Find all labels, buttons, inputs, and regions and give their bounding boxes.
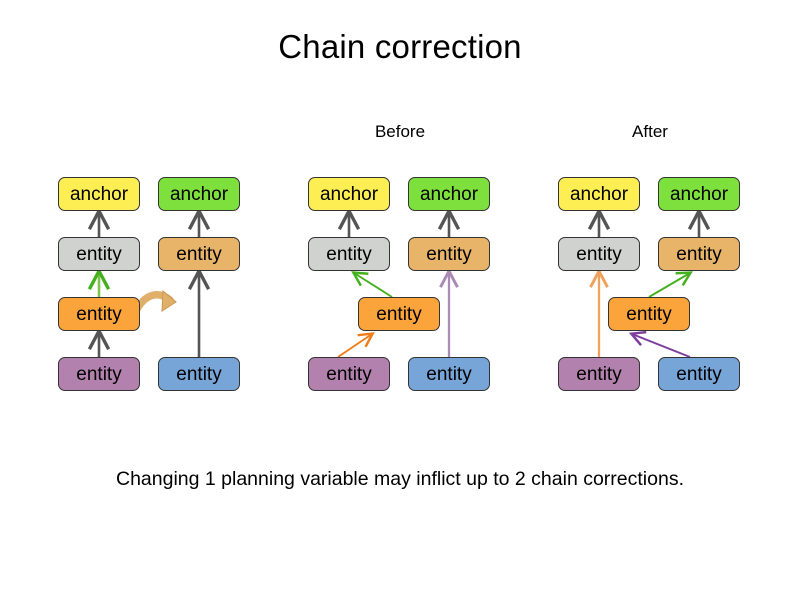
node-label: entity — [376, 303, 422, 325]
node-label: entity — [76, 303, 122, 325]
node-label: anchor — [319, 183, 379, 205]
panel-after-anchor-green[interactable]: anchor — [658, 177, 740, 211]
panel-initial-entity-grey[interactable]: entity — [58, 237, 140, 271]
node-label: entity — [176, 363, 222, 385]
node-label: anchor — [669, 183, 729, 205]
panel-after-entity-purple[interactable]: entity — [558, 357, 640, 391]
page-title: Chain correction — [278, 28, 522, 65]
node-label: entity — [326, 363, 372, 385]
panel-initial-entity-purple[interactable]: entity — [58, 357, 140, 391]
panel-before-entity-orange[interactable]: entity — [358, 297, 440, 331]
panel-initial-anchor-yellow[interactable]: anchor — [58, 177, 140, 211]
panel-initial-entity-tan[interactable]: entity — [158, 237, 240, 271]
node-label: anchor — [69, 183, 129, 205]
panel-initial-entity-orange[interactable]: entity — [58, 297, 140, 331]
panel-initial-entity-blue[interactable]: entity — [158, 357, 240, 391]
node-label: entity — [76, 363, 122, 385]
panel-after-entity-blue[interactable]: entity — [658, 357, 740, 391]
node-label: anchor — [569, 183, 629, 205]
node-label: entity — [76, 243, 122, 265]
panel-before-entity-blue[interactable]: entity — [408, 357, 490, 391]
node-label: anchor — [419, 183, 479, 205]
edge-orange-to-grey-before — [351, 271, 393, 298]
node-label: entity — [626, 303, 672, 325]
panel-before-entity-purple[interactable]: entity — [308, 357, 390, 391]
panel-before-anchor-green[interactable]: anchor — [408, 177, 490, 211]
panel-initial-anchor-green[interactable]: anchor — [158, 177, 240, 211]
panel-after-entity-grey[interactable]: entity — [558, 237, 640, 271]
panel-before-entity-grey[interactable]: entity — [308, 237, 390, 271]
node-label: entity — [676, 363, 722, 385]
panel-label-before: Before — [374, 122, 426, 141]
panel-before-entity-tan[interactable]: entity — [408, 237, 490, 271]
panel-after-entity-orange[interactable]: entity — [608, 297, 690, 331]
panel-after-anchor-yellow[interactable]: anchor — [558, 177, 640, 211]
node-label: entity — [576, 363, 622, 385]
slide-caption: Changing 1 planning variable may inflict… — [116, 468, 684, 490]
edge-orange-to-tan-after — [648, 271, 693, 298]
node-label: entity — [326, 243, 372, 265]
panel-before-anchor-yellow[interactable]: anchor — [308, 177, 390, 211]
node-label: entity — [576, 243, 622, 265]
node-label: entity — [676, 243, 722, 265]
node-label: anchor — [169, 183, 229, 205]
node-label: entity — [176, 243, 222, 265]
move-curve-arrow-head — [161, 289, 177, 312]
panel-after-entity-tan[interactable]: entity — [658, 237, 740, 271]
panel-label-after: After — [632, 122, 668, 141]
node-label: entity — [426, 363, 472, 385]
edge-purple-to-orange-before — [337, 332, 375, 358]
node-label: entity — [426, 243, 472, 265]
edge-blue-to-orange-after — [628, 330, 691, 358]
